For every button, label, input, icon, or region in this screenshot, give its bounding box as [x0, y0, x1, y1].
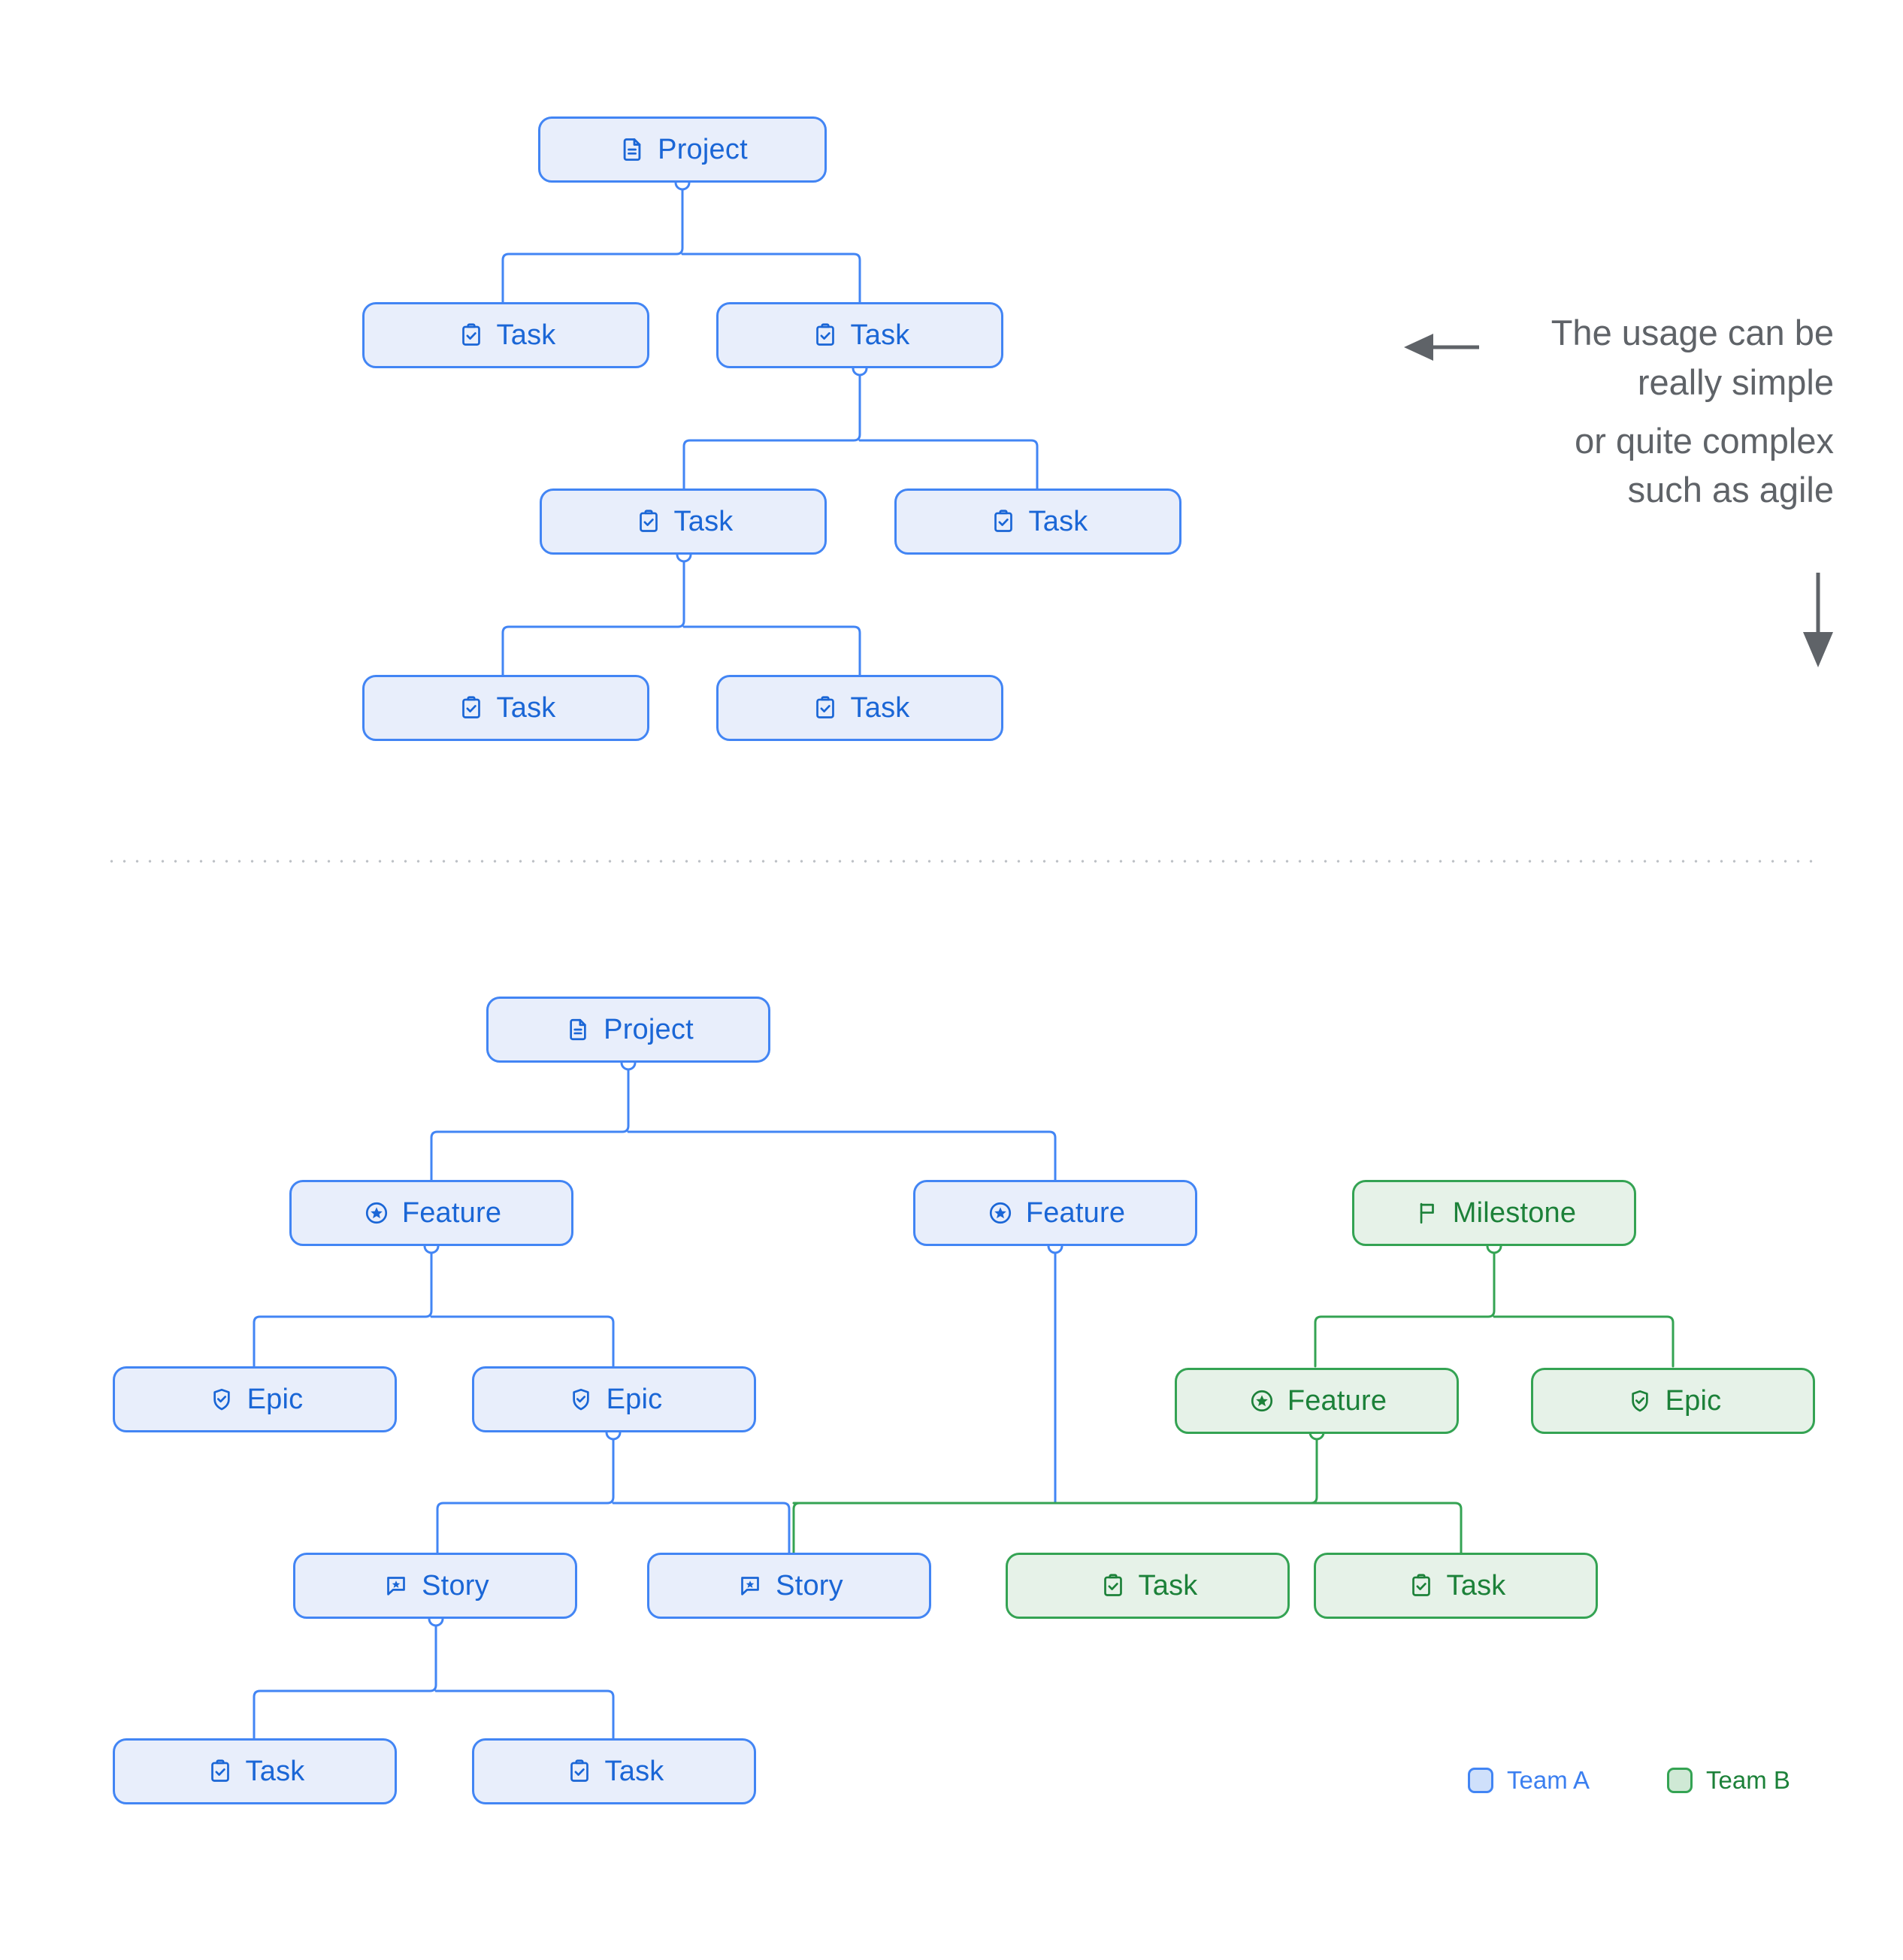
story-icon	[735, 1571, 765, 1601]
annotation-line-2: really simple	[1637, 361, 1834, 402]
node-label: Milestone	[1452, 1197, 1577, 1229]
task-icon	[810, 320, 840, 350]
node-task[interactable]: Task	[472, 1738, 756, 1804]
legend-swatch-icon	[1667, 1768, 1693, 1793]
node-feature[interactable]: Feature	[913, 1180, 1197, 1246]
node-project[interactable]: Project	[538, 116, 827, 183]
task-icon	[810, 693, 840, 723]
annotation-line-4: such as agile	[1627, 470, 1834, 510]
node-feature[interactable]: Feature	[1175, 1368, 1459, 1434]
node-label: Feature	[1025, 1197, 1126, 1229]
annotation-line-3: or quite complex	[1575, 420, 1834, 461]
node-label: Story	[422, 1570, 489, 1602]
epic-icon	[566, 1384, 596, 1414]
node-label: Task	[673, 506, 734, 537]
node-task[interactable]: Task	[362, 675, 649, 741]
epic-icon	[207, 1384, 237, 1414]
document-icon	[563, 1015, 593, 1045]
task-icon	[456, 693, 486, 723]
node-story[interactable]: Story	[293, 1553, 577, 1619]
node-task[interactable]: Task	[362, 302, 649, 368]
annotation-line-1: The usage can be	[1551, 313, 1834, 352]
annotation-spacer	[1488, 407, 1834, 416]
legend-swatch-icon	[1468, 1768, 1493, 1793]
node-label: Task	[1028, 506, 1088, 537]
legend-label: Team A	[1507, 1766, 1590, 1794]
document-icon	[617, 135, 647, 165]
feature-icon	[362, 1198, 392, 1228]
node-task[interactable]: Task	[1314, 1553, 1598, 1619]
left-arrow	[1404, 334, 1479, 361]
node-label: Task	[850, 319, 910, 351]
task-icon	[456, 320, 486, 350]
simple-tree-connectors	[501, 181, 1039, 678]
epic-icon	[1625, 1386, 1655, 1416]
task-icon	[1098, 1571, 1128, 1601]
node-label: Epic	[606, 1384, 663, 1415]
feature-icon	[985, 1198, 1015, 1228]
node-epic[interactable]: Epic	[472, 1366, 756, 1432]
node-task[interactable]: Task	[540, 488, 827, 555]
task-icon	[564, 1756, 594, 1786]
node-label: Task	[245, 1756, 305, 1787]
node-label: Task	[1138, 1570, 1198, 1602]
node-task[interactable]: Task	[716, 302, 1003, 368]
node-epic[interactable]: Epic	[113, 1366, 397, 1432]
feature-icon	[1247, 1386, 1277, 1416]
section-divider	[105, 860, 1819, 863]
task-icon	[1406, 1571, 1436, 1601]
node-label: Task	[850, 692, 910, 724]
node-task[interactable]: Task	[113, 1738, 397, 1804]
node-project[interactable]: Project	[486, 997, 770, 1063]
node-task[interactable]: Task	[894, 488, 1181, 555]
node-label: Story	[776, 1570, 843, 1602]
down-arrow	[1803, 573, 1833, 667]
node-milestone[interactable]: Milestone	[1352, 1180, 1636, 1246]
node-label: Task	[1446, 1570, 1506, 1602]
node-label: Task	[604, 1756, 664, 1787]
node-task[interactable]: Task	[716, 675, 1003, 741]
node-label: Feature	[401, 1197, 502, 1229]
node-task[interactable]: Task	[1006, 1553, 1290, 1619]
node-label: Task	[496, 692, 556, 724]
node-story[interactable]: Story	[647, 1553, 931, 1619]
node-label: Project	[658, 134, 748, 165]
annotation-text: The usage can be really simple or quite …	[1488, 308, 1834, 515]
node-label: Feature	[1287, 1385, 1387, 1417]
node-label: Epic	[247, 1384, 304, 1415]
legend-label: Team B	[1706, 1766, 1790, 1794]
node-label: Task	[496, 319, 556, 351]
legend-team-b[interactable]: Team B	[1667, 1766, 1790, 1795]
legend-team-a[interactable]: Team A	[1468, 1766, 1590, 1795]
complex-tree-ports	[423, 1054, 1502, 1627]
node-epic[interactable]: Epic	[1531, 1368, 1815, 1434]
node-label: Project	[604, 1014, 694, 1045]
task-icon	[988, 507, 1018, 537]
task-icon	[634, 507, 664, 537]
task-icon	[205, 1756, 235, 1786]
flag-icon	[1412, 1198, 1442, 1228]
node-feature[interactable]: Feature	[289, 1180, 573, 1246]
node-label: Epic	[1665, 1385, 1722, 1417]
story-icon	[381, 1571, 411, 1601]
